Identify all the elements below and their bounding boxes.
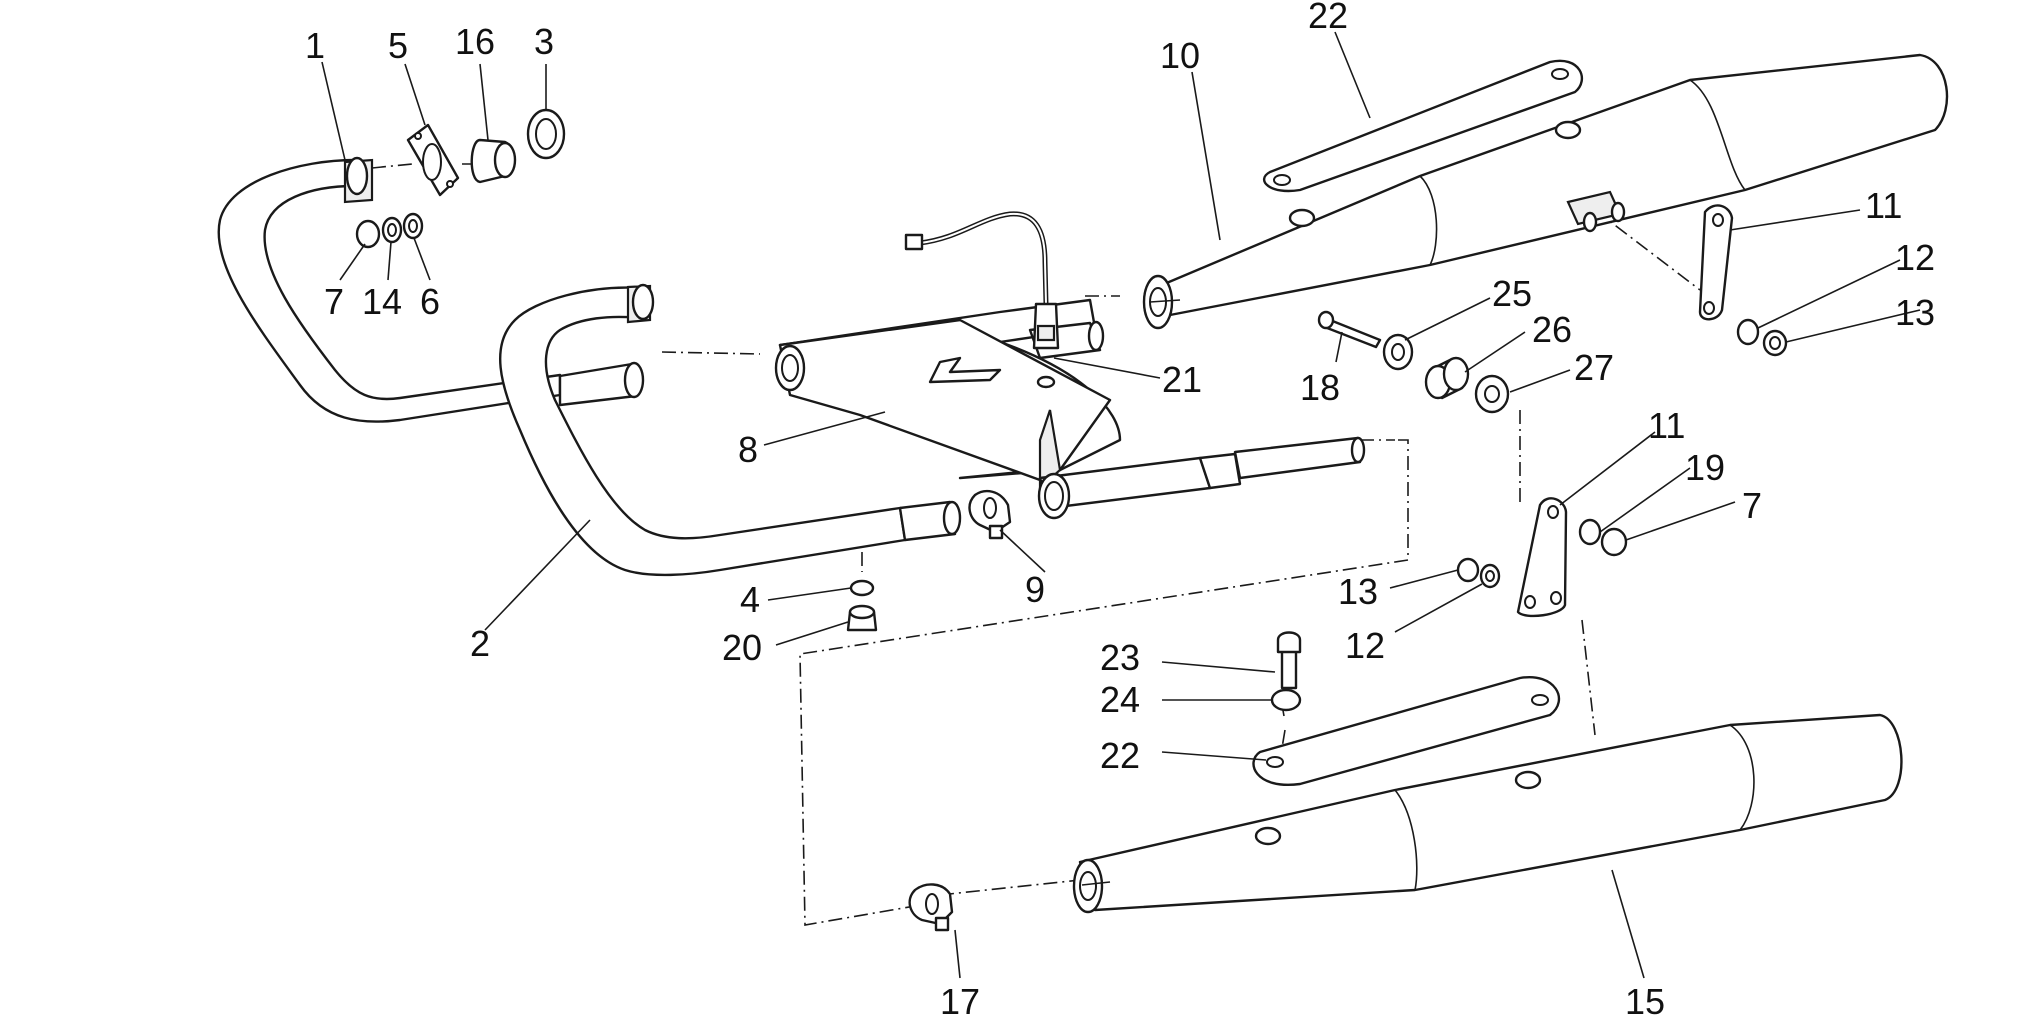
- callout-numbers: 1 5 16 3 22 10 7 14 6 11 12 13 25 26 27 …: [305, 0, 1935, 1021]
- callout-23: 23: [1100, 637, 1140, 678]
- callout-26: 26: [1532, 309, 1572, 350]
- callout-14: 14: [362, 281, 402, 322]
- callout-21: 21: [1162, 359, 1202, 400]
- callout-11-lower: 11: [1648, 405, 1685, 446]
- callout-13-lower: 13: [1338, 571, 1378, 612]
- exhaust-header-pipe-1: [217, 156, 645, 423]
- callout-15: 15: [1625, 981, 1665, 1021]
- lambda-sensor-21: [904, 211, 1060, 389]
- header-flange-group: [406, 108, 566, 197]
- silencer-15: [1072, 713, 1903, 914]
- callout-1: 1: [305, 25, 325, 66]
- callout-27: 27: [1574, 347, 1614, 388]
- callout-22-lower: 22: [1100, 735, 1140, 776]
- washer-27: [1474, 374, 1510, 414]
- callout-7-upper: 7: [324, 281, 344, 322]
- nut-7-lower: [1600, 527, 1628, 557]
- rubber-25: [1382, 333, 1414, 371]
- washer-24: [1270, 688, 1302, 712]
- nut-13-lower: [1456, 557, 1480, 583]
- callout-9: 9: [1025, 569, 1045, 610]
- callout-22-upper: 22: [1308, 0, 1348, 36]
- callout-13-upper: 13: [1895, 292, 1935, 333]
- callout-20: 20: [722, 627, 762, 668]
- callout-24: 24: [1100, 679, 1140, 720]
- washer-19: [1578, 518, 1602, 546]
- callout-6: 6: [420, 281, 440, 322]
- hanger-11-lower: [1456, 497, 1628, 618]
- callout-25: 25: [1492, 273, 1532, 314]
- silencer-10: [1142, 53, 1949, 330]
- heat-shield-22-upper: [1263, 59, 1584, 193]
- washer-4: [849, 579, 875, 597]
- callout-18: 18: [1300, 367, 1340, 408]
- clamp-9: [968, 489, 1012, 540]
- nut-20: [846, 604, 878, 632]
- bolt-23: [1276, 631, 1302, 690]
- bolt-18: [1317, 310, 1382, 349]
- assembly-axis-lines: [371, 163, 1701, 926]
- stud-nut-group: [355, 212, 424, 249]
- callout-17: 17: [940, 981, 980, 1021]
- nut-7: [355, 219, 381, 249]
- heat-shield-22-lower: [1252, 675, 1561, 787]
- callout-leaders: [321, 31, 1921, 979]
- hanger-11-upper: [1698, 204, 1788, 357]
- callout-3: 3: [534, 21, 554, 62]
- callout-2: 2: [470, 623, 490, 664]
- washer-12-upper: [1736, 318, 1760, 346]
- callout-10: 10: [1160, 35, 1200, 76]
- exhaust-header-pipe-2: [498, 283, 962, 577]
- callout-11-upper: 11: [1865, 185, 1902, 226]
- spacer-26: [1424, 356, 1470, 400]
- callout-12-lower: 12: [1345, 625, 1385, 666]
- callout-19: 19: [1685, 447, 1725, 488]
- crossover-box-8: [774, 298, 1366, 520]
- callout-16: 16: [455, 21, 495, 62]
- callout-12-upper: 12: [1895, 237, 1935, 278]
- callout-5: 5: [388, 25, 408, 66]
- callout-7-lower: 7: [1742, 485, 1762, 526]
- callout-4: 4: [740, 579, 760, 620]
- callout-8: 8: [738, 429, 758, 470]
- clamp-17: [908, 883, 954, 932]
